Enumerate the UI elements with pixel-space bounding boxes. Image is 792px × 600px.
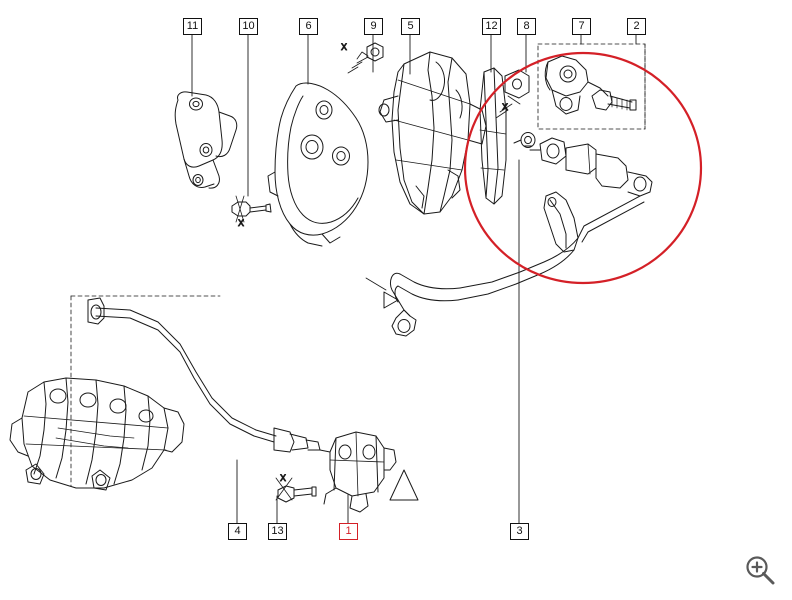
part-7-clevis-fork: [544, 55, 609, 115]
callout-label: 3: [516, 525, 523, 537]
part-5-pedal-housing: [378, 51, 487, 215]
callout-label: 4: [234, 525, 241, 537]
callout-3[interactable]: 3: [510, 523, 529, 540]
part-4-fuel-pipe: [87, 297, 321, 453]
part-6-support-bracket: [267, 82, 369, 247]
callout-12[interactable]: 12: [482, 18, 501, 35]
callout-label: 12: [485, 20, 498, 32]
part-10-bolt: [231, 195, 272, 223]
part-injection-pump: [9, 377, 185, 491]
leader-lines-top: [191, 34, 637, 524]
callout-10[interactable]: 10: [239, 18, 258, 35]
axis-labels: X X X X: [237, 42, 508, 484]
section-arrow-marks: [365, 277, 419, 501]
part-master-cylinder-assembly: [523, 137, 653, 197]
red-highlight-circle: [463, 51, 703, 285]
callout-label: 5: [407, 20, 414, 32]
part-11-bracket: [174, 91, 238, 189]
lower-assembly-dashed-box: [70, 295, 221, 487]
part-3-pushrod-linkage: [389, 191, 645, 337]
callout-8[interactable]: 8: [517, 18, 536, 35]
callout-label: 13: [271, 525, 284, 537]
callout-9[interactable]: 9: [364, 18, 383, 35]
callout-13[interactable]: 13: [268, 523, 287, 540]
callout-label: 2: [633, 20, 640, 32]
axis-label-x1: X: [238, 218, 244, 228]
callout-label: 6: [305, 20, 312, 32]
callout-label: 10: [242, 20, 255, 32]
axis-label-x4: X: [280, 473, 286, 483]
part-13-bolt: [275, 477, 317, 503]
part-1-valve-body: [319, 431, 397, 513]
part-8-washers: [495, 69, 536, 148]
callout-label: 7: [578, 20, 585, 32]
callout-label: 11: [186, 20, 199, 32]
callout-4[interactable]: 4: [228, 523, 247, 540]
axis-label-x3: X: [502, 102, 508, 112]
callout-11[interactable]: 11: [183, 18, 202, 35]
axis-label-x2: X: [341, 42, 347, 52]
part-2-bolt: [591, 89, 637, 111]
callout-7[interactable]: 7: [572, 18, 591, 35]
callout-label: 1: [345, 525, 352, 537]
callout-6[interactable]: 6: [299, 18, 318, 35]
callout-label: 8: [523, 20, 530, 32]
callout-2[interactable]: 2: [627, 18, 646, 35]
part-9-nut: [347, 42, 384, 74]
callout-1[interactable]: 1: [339, 523, 358, 540]
callout-label: 9: [370, 20, 377, 32]
zoom-in-icon[interactable]: [744, 554, 776, 586]
callout-5[interactable]: 5: [401, 18, 420, 35]
